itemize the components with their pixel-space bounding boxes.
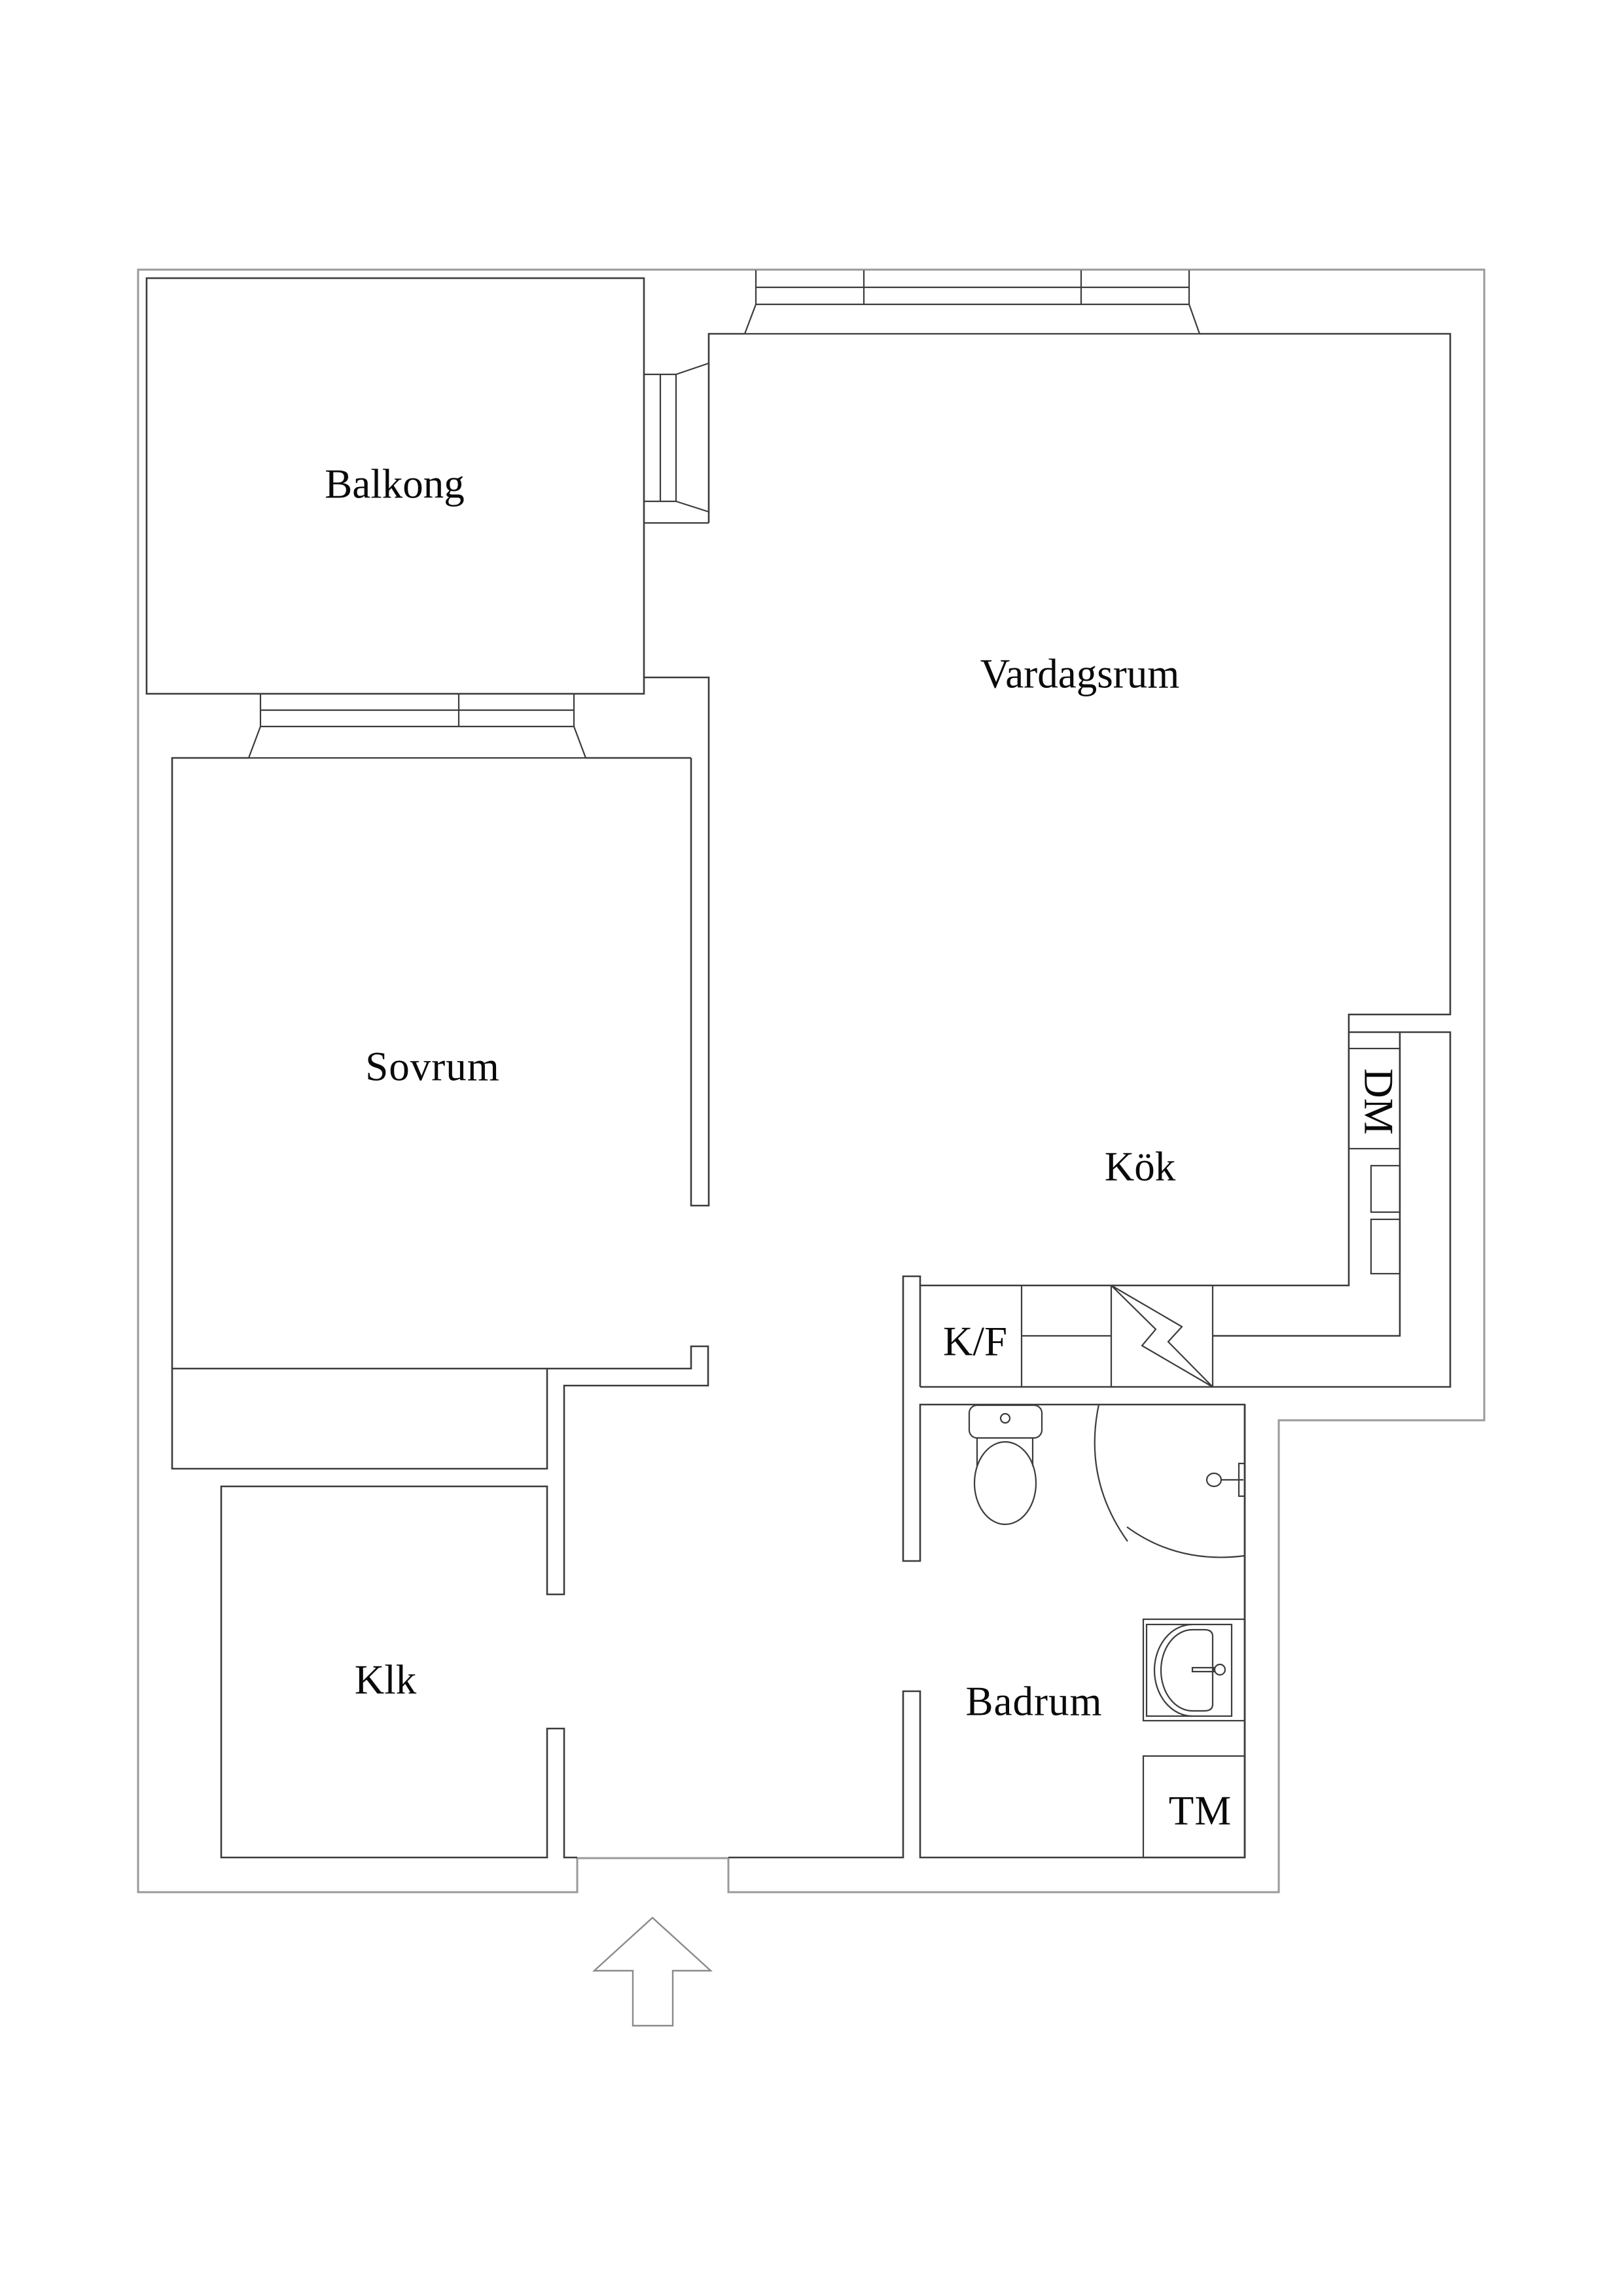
- bedroom: [171, 757, 709, 1859]
- fixture-label-dm: DM: [1355, 1068, 1402, 1135]
- toilet-icon: [968, 1404, 1043, 1526]
- room-label-sovrum: Sovrum: [365, 1043, 500, 1090]
- room-label-kok: Kök: [1104, 1143, 1176, 1190]
- kitchen-counter: [919, 1031, 1452, 1388]
- shower-head-icon: [1205, 1462, 1246, 1498]
- room-label-klk: Klk: [354, 1657, 417, 1703]
- shower-screen: [1094, 1404, 1245, 1558]
- room-label-badrum: Badrum: [965, 1678, 1103, 1725]
- counter-box-1: [1370, 1164, 1401, 1213]
- living-left-wall-upper: [644, 676, 710, 1207]
- stove-lightning-icon: [1111, 1285, 1213, 1388]
- washbasin-icon: [1142, 1618, 1246, 1722]
- living-room-wall: [707, 332, 1452, 1859]
- outer-wall: [137, 268, 1486, 1893]
- balcony-door: [644, 362, 709, 524]
- fixture-label-kf: K/F: [942, 1318, 1008, 1365]
- counter-box-2: [1370, 1218, 1401, 1275]
- window-living-top: [743, 270, 1201, 335]
- window-bedroom: [247, 694, 587, 759]
- fixture-label-tm: TM: [1168, 1787, 1232, 1834]
- balcony-outline: [145, 277, 645, 695]
- entrance-arrow-icon: [592, 1916, 713, 2027]
- room-label-vardagsrum: Vardagsrum: [980, 651, 1180, 697]
- dishwasher-box: [1347, 1047, 1401, 1150]
- room-label-balkong: Balkong: [325, 461, 465, 507]
- washing-machine-box: [1142, 1755, 1246, 1859]
